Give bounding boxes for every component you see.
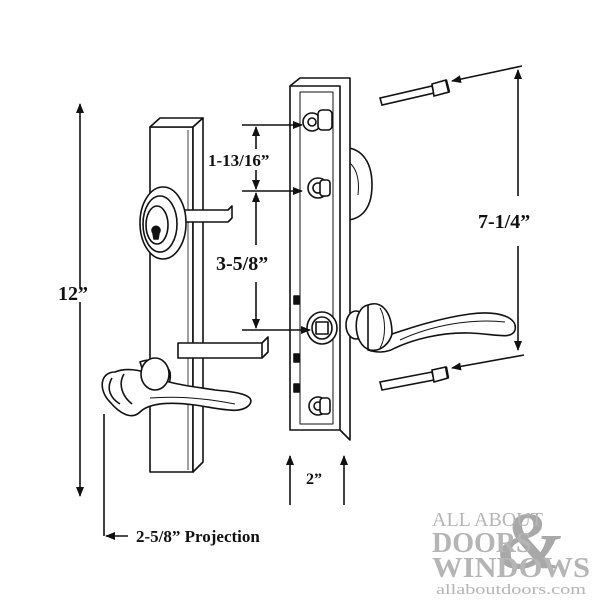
mounting-screws — [378, 79, 451, 391]
label-top-spacing: 1-13/16” — [208, 151, 269, 170]
logo-line1: ALL ABOUT — [432, 509, 543, 531]
brand-logo: & ALL ABOUT DOORS WINDOWS allaboutdoors.… — [432, 495, 590, 598]
label-overall-height: 12” — [58, 283, 88, 305]
logo-ampersand: & — [498, 495, 562, 586]
logo-line2: DOORS — [432, 528, 532, 559]
deadbolt-cylinder — [139, 186, 187, 260]
exterior-lever-handle — [101, 357, 252, 417]
logo-line3: WINDOWS — [432, 553, 590, 584]
exterior-plate-side — [192, 117, 204, 473]
label-projection: 2-5/8” Projection — [136, 527, 260, 546]
logo-url: allaboutdoors.com — [436, 582, 586, 598]
label-mid-spacing: 3-5/8” — [216, 253, 268, 275]
label-screw-spacing: 7-1/4” — [478, 211, 530, 233]
screw-bottom — [379, 366, 450, 391]
interior-plate — [289, 77, 351, 441]
spindle-hub — [306, 311, 338, 345]
mounting-post-upper — [307, 177, 331, 199]
label-plate-depth: 2” — [306, 471, 322, 488]
interior-assembly — [289, 77, 516, 441]
mounting-post-top — [302, 109, 333, 132]
interior-lever-handle — [345, 303, 516, 353]
exterior-handleset — [101, 117, 269, 473]
screw-top — [378, 79, 451, 106]
mounting-post-bottom — [308, 396, 331, 416]
exterior-plate — [149, 126, 194, 473]
